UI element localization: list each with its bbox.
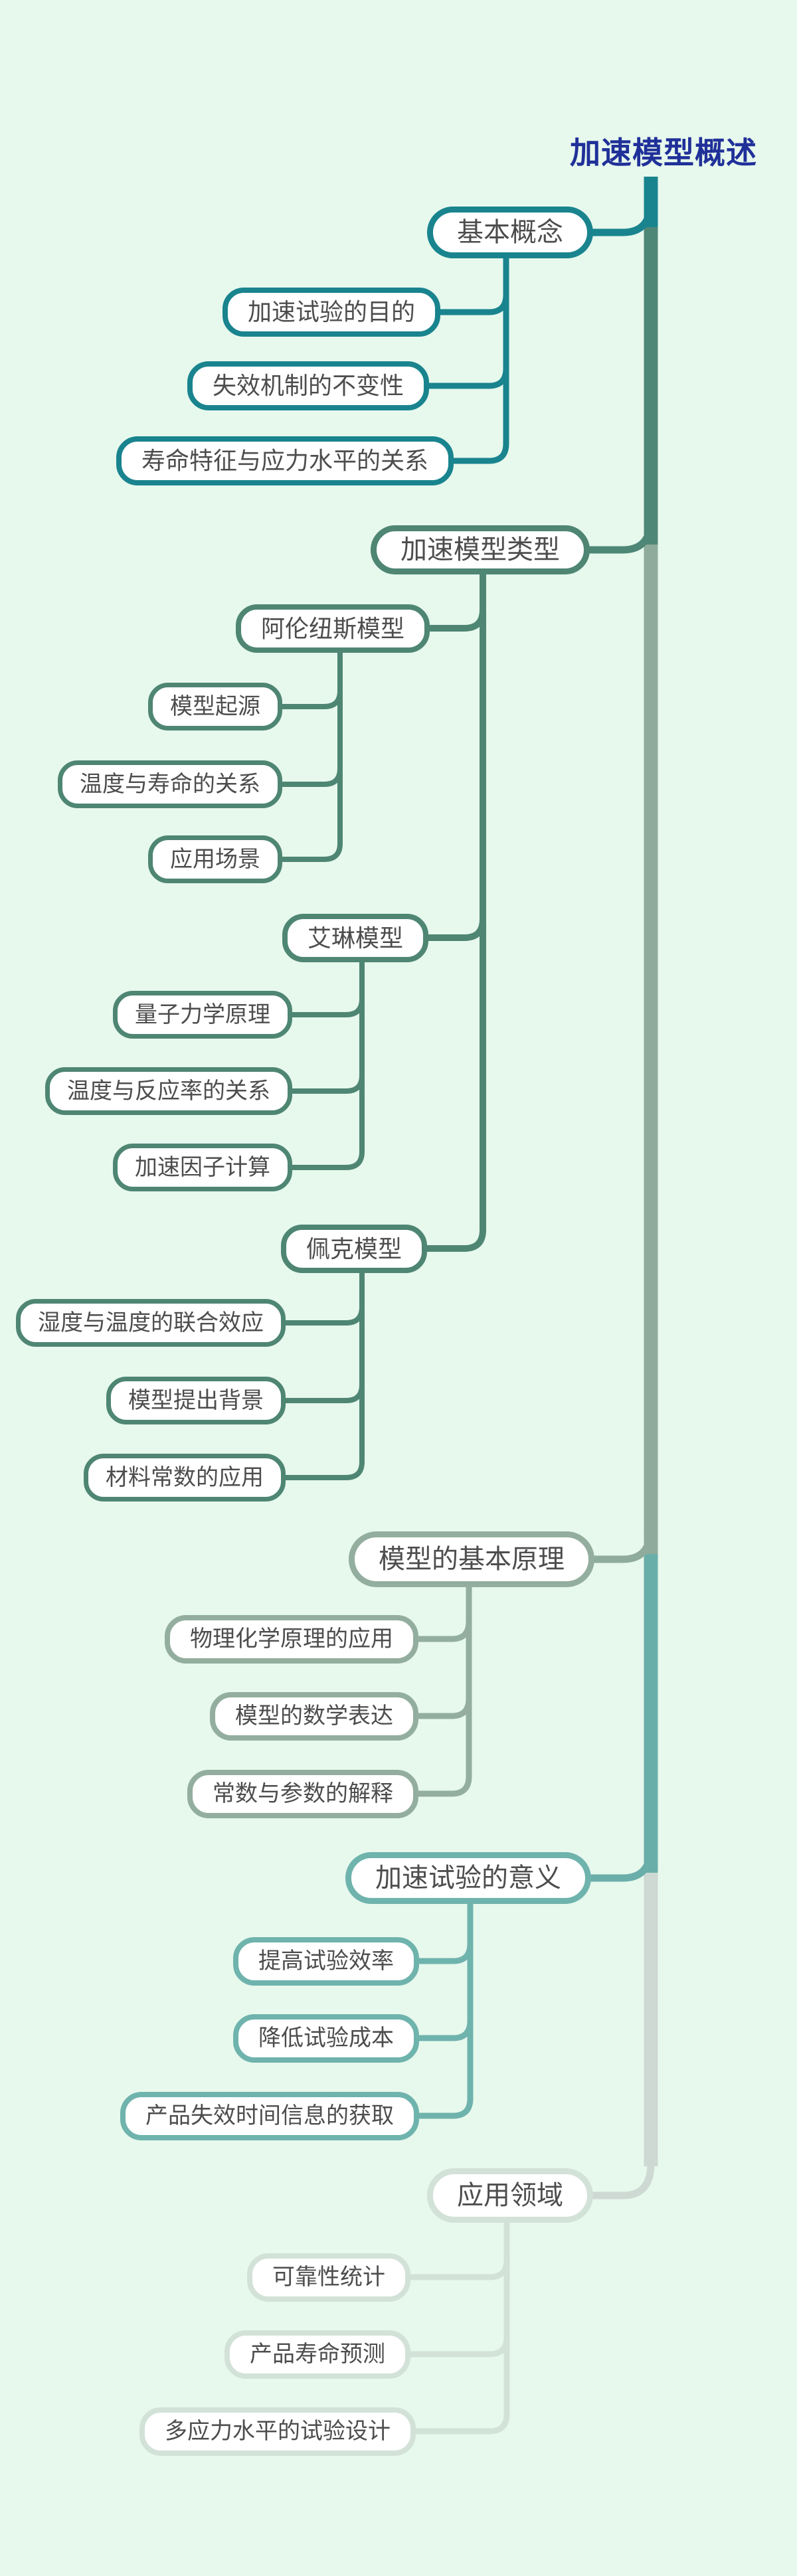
leaf-basic-concepts-0-label: 加速试验的目的 — [247, 298, 415, 325]
leaf-model-types-2-1-label: 模型提出背景 — [128, 1388, 264, 1413]
leaf-test-significance-2[interactable]: 产品失效时间信息的获取 — [120, 2091, 419, 2140]
leaf-basic-concepts-1-label: 失效机制的不变性 — [212, 372, 404, 399]
leaf-model-types-1-0[interactable]: 量子力学原理 — [113, 991, 292, 1039]
main-branch-connector-3 — [583, 1842, 655, 1882]
branch-application-fields-spine — [408, 2219, 510, 2435]
main-topic-basic-principles[interactable]: 模型的基本原理 — [349, 1531, 594, 1587]
branch-model-types-0-connector-0 — [276, 688, 343, 709]
main-branch-connector-1 — [582, 514, 655, 554]
subtopic-model-types-1-label: 艾琳模型 — [307, 924, 403, 952]
leaf-model-types-0-2-label: 应用场景 — [170, 847, 260, 872]
leaf-model-types-0-0[interactable]: 模型起源 — [148, 683, 282, 730]
branch-model-types-0-connector-1 — [276, 766, 343, 787]
leaf-basic-principles-2-label: 常数与参数的解释 — [213, 1780, 393, 1806]
leaf-basic-principles-1-label: 模型的数学表达 — [235, 1703, 393, 1729]
branch-basic-principles-connector-1 — [411, 1695, 472, 1719]
main-branch-connector-2 — [586, 1523, 655, 1563]
leaf-model-types-2-2-label: 材料常数的应用 — [106, 1465, 264, 1490]
main-topic-basic-principles-label: 模型的基本原理 — [379, 1545, 565, 1574]
subtopic-model-types-2-label: 佩克模型 — [306, 1235, 402, 1262]
leaf-model-types-2-2[interactable]: 材料常数的应用 — [84, 1454, 286, 1502]
leaf-test-significance-2-label: 产品失效时间信息的获取 — [145, 2103, 394, 2128]
leaf-application-fields-1[interactable]: 产品寿命预测 — [224, 2330, 410, 2379]
main-topic-model-types-label: 加速模型类型 — [400, 535, 560, 564]
leaf-model-types-1-1[interactable]: 温度与反应率的关系 — [45, 1067, 292, 1115]
branch-model-types-1-connector-0 — [286, 996, 365, 1017]
subtopic-model-types-1[interactable]: 艾琳模型 — [282, 913, 428, 962]
leaf-basic-concepts-1[interactable]: 失效机制的不变性 — [187, 361, 429, 410]
leaf-model-types-2-0[interactable]: 湿度与温度的联合效应 — [16, 1299, 286, 1347]
branch-model-types-2-connector-0 — [279, 1304, 365, 1326]
branch-model-types-spine — [420, 571, 486, 1252]
leaf-basic-concepts-0[interactable]: 加速试验的目的 — [222, 288, 440, 337]
subtopic-model-types-0[interactable]: 阿伦纽斯模型 — [235, 604, 430, 653]
leaf-model-types-1-1-label: 温度与反应率的关系 — [67, 1078, 270, 1104]
leaf-application-fields-0-label: 可靠性统计 — [272, 2264, 385, 2290]
branch-model-types-2-spine — [279, 1268, 365, 1480]
branch-model-types-connector-1 — [421, 916, 486, 941]
main-branch-connector-0 — [585, 197, 655, 236]
leaf-basic-concepts-2[interactable]: 寿命特征与应力水平的关系 — [116, 436, 454, 485]
main-branch-connector-4 — [585, 2160, 655, 2199]
main-topic-basic-concepts[interactable]: 基本概念 — [427, 207, 593, 258]
branch-model-types-1-spine — [286, 958, 365, 1170]
branch-model-types-0-spine — [276, 648, 343, 862]
main-topic-test-significance-label: 加速试验的意义 — [375, 1863, 561, 1893]
subtopic-model-types-0-label: 阿伦纽斯模型 — [260, 614, 404, 642]
leaf-model-types-0-0-label: 模型起源 — [170, 694, 260, 719]
leaf-model-types-0-1-label: 温度与寿命的关系 — [80, 772, 260, 797]
leaf-model-types-2-0-label: 湿度与温度的联合效应 — [38, 1310, 264, 1335]
leaf-application-fields-1-label: 产品寿命预测 — [250, 2341, 385, 2367]
main-topic-test-significance[interactable]: 加速试验的意义 — [345, 1852, 591, 1904]
branch-test-significance-spine — [412, 1901, 474, 2119]
branch-application-fields-connector-0 — [403, 2257, 510, 2280]
branch-model-types-1-connector-1 — [286, 1073, 365, 1094]
leaf-basic-principles-0[interactable]: 物理化学原理的应用 — [165, 1614, 418, 1664]
leaf-model-types-0-2[interactable]: 应用场景 — [148, 835, 282, 883]
main-topic-basic-concepts-label: 基本概念 — [457, 218, 563, 247]
branch-basic-concepts-spine — [446, 255, 509, 464]
branch-test-significance-connector-0 — [412, 1940, 474, 1964]
branch-model-types-2-connector-1 — [279, 1382, 365, 1403]
branch-application-fields-connector-1 — [403, 2334, 510, 2358]
leaf-test-significance-0-label: 提高试验效率 — [258, 1948, 394, 1974]
leaf-basic-principles-2[interactable]: 常数与参数的解释 — [187, 1769, 418, 1818]
branch-basic-principles-spine — [411, 1584, 472, 1797]
leaf-model-types-0-1[interactable]: 温度与寿命的关系 — [58, 760, 282, 808]
leaf-model-types-2-1[interactable]: 模型提出背景 — [106, 1377, 286, 1424]
leaf-model-types-1-2-label: 加速因子计算 — [135, 1155, 270, 1180]
leaf-model-types-1-2[interactable]: 加速因子计算 — [113, 1144, 292, 1191]
leaf-model-types-1-0-label: 量子力学原理 — [135, 1002, 270, 1027]
branch-basic-concepts-connector-1 — [422, 365, 509, 389]
leaf-application-fields-2-label: 多应力水平的试验设计 — [165, 2418, 391, 2444]
subtopic-model-types-2[interactable]: 佩克模型 — [280, 1224, 427, 1273]
leaf-test-significance-0[interactable]: 提高试验效率 — [233, 1936, 419, 1986]
branch-model-types-connector-0 — [422, 606, 486, 632]
root-topic-title[interactable]: 加速模型概述 — [570, 135, 757, 170]
branch-test-significance-connector-1 — [412, 2018, 474, 2041]
main-topic-application-fields[interactable]: 应用领域 — [427, 2168, 593, 2223]
main-topic-application-fields-label: 应用领域 — [457, 2181, 563, 2210]
leaf-application-fields-2[interactable]: 多应力水平的试验设计 — [139, 2407, 416, 2456]
branch-basic-principles-connector-0 — [411, 1618, 472, 1642]
main-topic-model-types[interactable]: 加速模型类型 — [371, 525, 590, 574]
leaf-basic-concepts-2-label: 寿命特征与应力水平的关系 — [141, 447, 428, 474]
branch-basic-concepts-connector-0 — [433, 292, 509, 315]
leaf-basic-principles-0-label: 物理化学原理的应用 — [190, 1626, 393, 1652]
leaf-basic-principles-1[interactable]: 模型的数学表达 — [210, 1691, 418, 1741]
leaf-test-significance-1-label: 降低试验成本 — [258, 2025, 394, 2051]
leaf-application-fields-0[interactable]: 可靠性统计 — [247, 2253, 410, 2302]
leaf-test-significance-1[interactable]: 降低试验成本 — [233, 2014, 419, 2063]
